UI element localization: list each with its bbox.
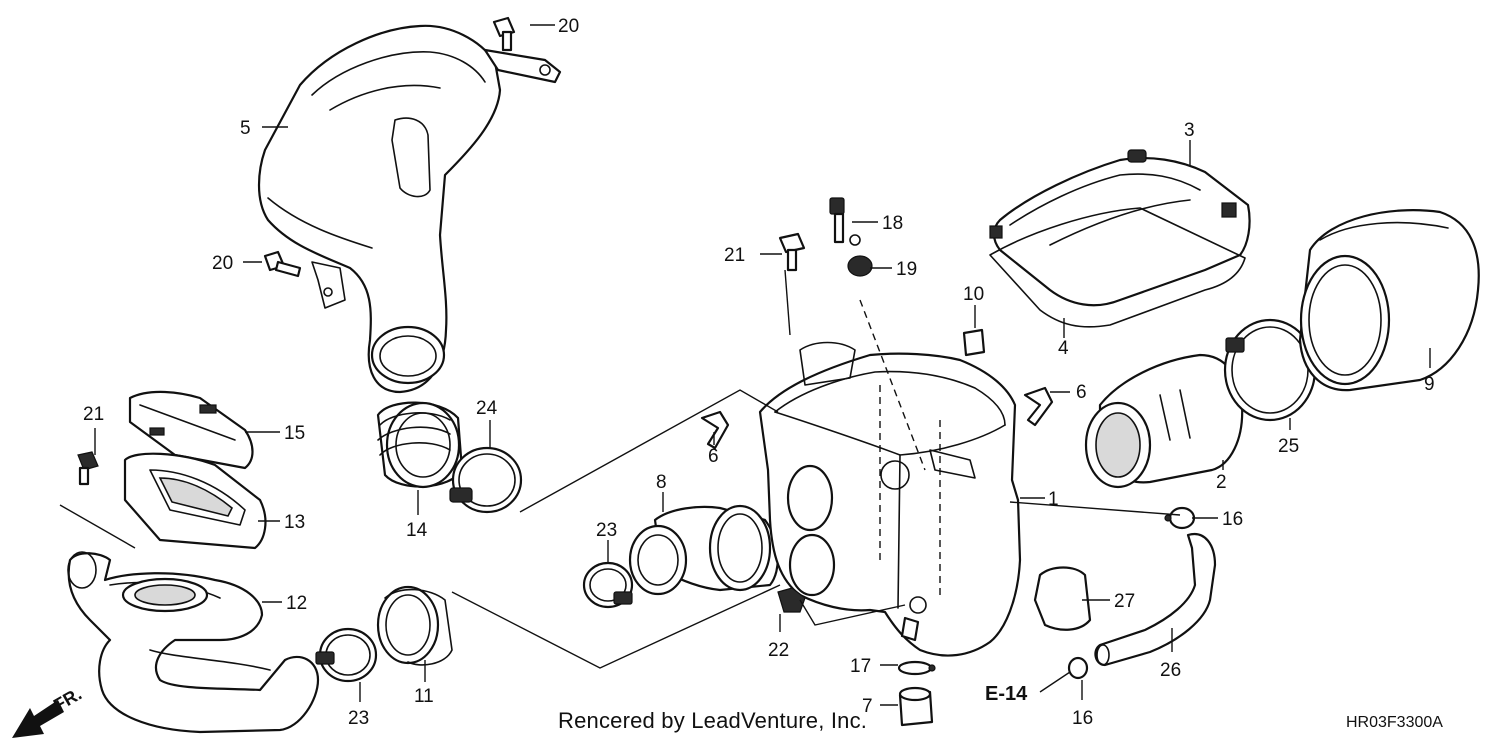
- part-21-bolt-left: [77, 451, 99, 486]
- callout-16-bottom: 16: [1072, 708, 1093, 729]
- arrow-icon: [12, 700, 64, 738]
- callout-20-left: 20: [212, 253, 233, 274]
- callout-22: 22: [768, 640, 789, 661]
- callout-8: 8: [656, 472, 667, 493]
- callout-5: 5: [240, 118, 251, 139]
- callout-21-left: 21: [83, 404, 104, 425]
- callout-19: 19: [896, 259, 917, 280]
- part-23-clamp-lower: [315, 627, 378, 683]
- callout-23-center: 23: [596, 520, 617, 541]
- callout-20-top: 20: [558, 16, 579, 37]
- callout-21-center: 21: [724, 245, 745, 266]
- leader-lines: [59, 24, 1431, 706]
- callout-7: 7: [862, 696, 873, 717]
- callout-15: 15: [284, 423, 305, 444]
- callout-4: 4: [1058, 338, 1069, 359]
- part-1-air-cleaner-case: [758, 299, 1022, 657]
- callout-13: 13: [284, 512, 305, 533]
- part-9-pre-filter: [1298, 209, 1480, 392]
- part-24-hose-clamp: [449, 446, 523, 514]
- callout-18: 18: [882, 213, 903, 234]
- part-15-cover: [128, 390, 254, 470]
- callout-2: 2: [1216, 472, 1227, 493]
- part-8-intake-joint: [628, 504, 779, 596]
- part-3-case-cover: [989, 149, 1251, 307]
- part-16-clip-bottom: [1067, 656, 1089, 680]
- part-18-drain-plug: [829, 197, 861, 246]
- callout-11: 11: [414, 686, 434, 707]
- part-7-drain-tube: [898, 686, 934, 727]
- part-16-clip-top: [1164, 506, 1196, 530]
- callout-10: 10: [963, 284, 984, 305]
- callout-6-right: 6: [1076, 382, 1087, 403]
- callout-3: 3: [1184, 120, 1195, 141]
- callout-27: 27: [1114, 591, 1135, 612]
- callout-23-lower: 23: [348, 708, 369, 729]
- callout-24: 24: [476, 398, 498, 419]
- callout-12: 12: [286, 593, 307, 614]
- reference-e14: E-14: [985, 683, 1028, 705]
- part-2-air-filter: [1084, 353, 1244, 489]
- part-11-flange-joint: [376, 585, 453, 666]
- part-12-intake-duct: [67, 551, 320, 734]
- callout-17: 17: [850, 656, 871, 677]
- part-19-grommet: [847, 255, 873, 277]
- part-10-block: [962, 328, 986, 357]
- part-14-connecting-tube: [376, 401, 464, 489]
- front-direction-arrow: FR.: [12, 684, 85, 738]
- part-6-clip-right: [1023, 386, 1054, 427]
- callouts: 5 20 20 3 4 9 10 6 6 1 2 25 24 14 15 13 …: [83, 16, 1435, 729]
- part-23-clamp-center: [582, 561, 634, 609]
- part-6-clip-left: [700, 410, 730, 450]
- callout-25: 25: [1278, 436, 1299, 457]
- part-20-bolt-top: [483, 16, 562, 84]
- callout-26: 26: [1160, 660, 1181, 681]
- callout-6-left: 6: [708, 446, 719, 467]
- part-20-bolt-left: [263, 250, 302, 278]
- part-21-bolt-center: [778, 232, 806, 272]
- callout-1: 1: [1048, 489, 1059, 510]
- footer-credit: Rencered by LeadVenture, Inc.: [558, 708, 868, 733]
- part-17-o-ring: [897, 660, 936, 676]
- part-5-air-duct-cover: [257, 24, 502, 394]
- callout-16-top: 16: [1222, 509, 1243, 530]
- part-27-plate: [1033, 566, 1092, 631]
- part-26-drain-hose: [1094, 532, 1217, 667]
- footer-code: HR03F3300A: [1346, 714, 1443, 731]
- reference-label: E-14: [985, 683, 1028, 705]
- callout-14: 14: [406, 520, 428, 541]
- callout-9: 9: [1424, 374, 1435, 395]
- part-4-gasket: [989, 207, 1246, 328]
- part-13-duct-case: [123, 452, 267, 550]
